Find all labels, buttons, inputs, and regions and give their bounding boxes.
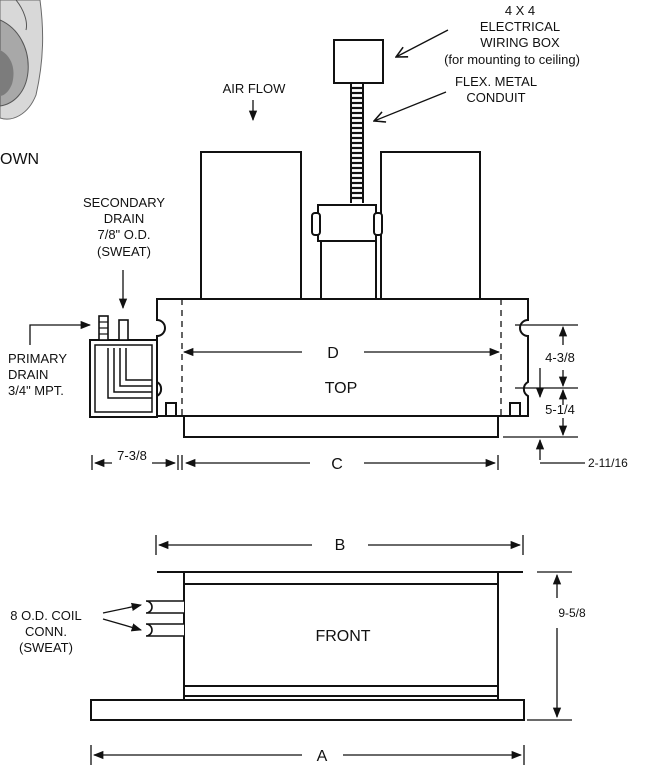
- top-view-label: TOP: [325, 380, 358, 397]
- primary-drain-label-1: PRIMARY: [8, 351, 67, 366]
- dim-b-label: B: [335, 537, 346, 554]
- wiring-box: [333, 39, 384, 84]
- dim-flange-label: 2-11/16: [588, 456, 628, 470]
- notch-right: [509, 402, 521, 417]
- coil-conn-label-3: (SWEAT): [19, 640, 73, 655]
- text-labels: 4 X 4 ELECTRICAL WIRING BOX (for mountin…: [8, 3, 628, 765]
- coil-leader-upper: [102, 602, 143, 614]
- photo-fragment: [0, 0, 44, 120]
- dim-left-label: 7-3/8: [117, 448, 147, 463]
- air-flow-label: AIR FLOW: [223, 81, 287, 96]
- primary-drain-box: [89, 339, 158, 418]
- conduit-leader: [374, 91, 447, 121]
- secondary-drain-label-4: (SWEAT): [97, 244, 151, 259]
- secondary-drain-label-3: 7/8" O.D.: [97, 227, 150, 242]
- dim-a-label: A: [317, 748, 328, 765]
- secondary-drain-label-2: DRAIN: [104, 211, 144, 226]
- coil-conn-lower: [145, 623, 184, 637]
- junction-clamp-right: [373, 212, 383, 236]
- top-annotations: [29, 29, 585, 470]
- wiring-box-label-1: 4 X 4: [505, 3, 535, 18]
- coil-leader-lower: [102, 618, 142, 632]
- flex-conduit: [350, 83, 364, 203]
- coil-conn-label-1: 8 O.D. COIL: [10, 608, 82, 623]
- partial-word: OWN: [0, 151, 39, 168]
- wiring-box-leader: [396, 29, 449, 57]
- wiring-box-label-4: (for mounting to ceiling): [444, 52, 580, 67]
- conduit-label-1: FLEX. METAL: [455, 74, 537, 89]
- top-body: [156, 298, 529, 417]
- primary-drain-label-3: 3/4" MPT.: [8, 383, 64, 398]
- front-annotations: [90, 535, 572, 765]
- junction-clamp-left: [311, 212, 321, 236]
- notch-left: [165, 402, 177, 417]
- center-column: [320, 239, 377, 300]
- primary-drain-label-2: DRAIN: [8, 367, 48, 382]
- conduit-label-2: CONDUIT: [466, 90, 525, 105]
- dim-c-label: C: [331, 456, 343, 473]
- coil-conn-label-2: CONN.: [25, 624, 67, 639]
- secondary-drain-stub: [118, 319, 129, 341]
- wiring-box-label-2: ELECTRICAL: [480, 19, 560, 34]
- wiring-box-label-3: WIRING BOX: [480, 35, 560, 50]
- front-base-flange: [90, 699, 525, 721]
- drain-tray: [183, 415, 499, 438]
- front-body: [183, 571, 499, 697]
- junction-box: [317, 204, 377, 242]
- dim-upper-right-label: 4-3/8: [545, 350, 575, 365]
- dim-lower-right-label: 5-1/4: [545, 402, 575, 417]
- primary-drain-leader: [29, 320, 92, 345]
- dim-height-label: 9-5/8: [558, 606, 586, 620]
- right-air-block: [380, 151, 481, 300]
- top-view: [89, 39, 529, 438]
- front-view: [90, 571, 525, 721]
- coil-conn-upper: [145, 600, 184, 614]
- front-view-label: FRONT: [315, 628, 370, 645]
- dim-d-label: D: [327, 345, 339, 362]
- left-air-block: [200, 151, 302, 300]
- secondary-drain-label-1: SECONDARY: [83, 195, 165, 210]
